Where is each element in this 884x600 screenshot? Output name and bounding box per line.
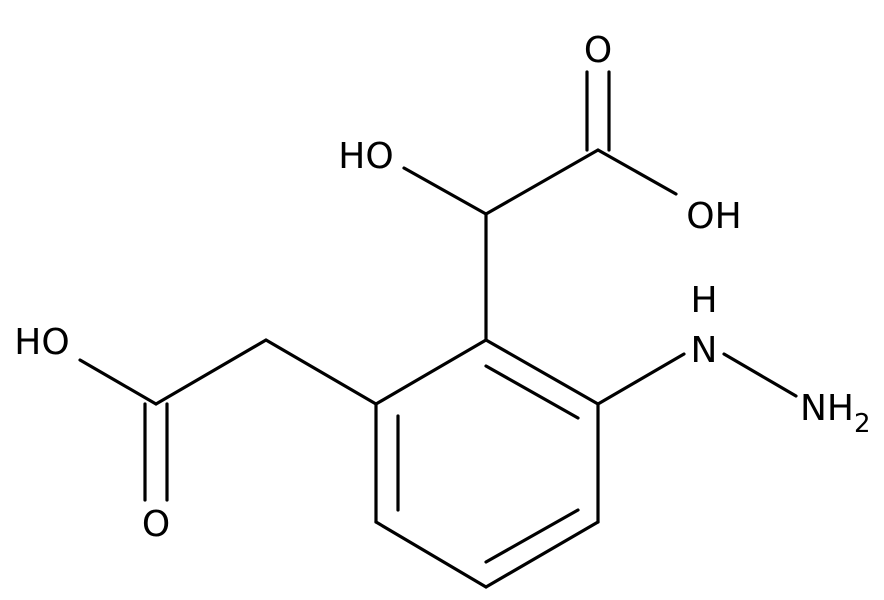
ring-bond-c3-c4 — [484, 520, 600, 589]
atom-label-hydroxy-alpha: HO — [338, 136, 393, 177]
acetic-acid-branch — [78, 338, 378, 502]
ring-bond-c6-c1 — [374, 338, 488, 406]
bond-nh-to-nh2 — [722, 352, 798, 398]
atom-label-hydrazine-nh2: NH2 — [800, 388, 871, 439]
ring-bond-c4-c5 — [374, 520, 488, 589]
ring-bond-c1-c2-inner — [484, 364, 580, 420]
atom-label-hydrazine-n: N — [691, 330, 718, 371]
nh2-subscript: 2 — [854, 409, 871, 439]
atom-label-acetic-oh-left: HO — [14, 322, 69, 363]
atom-label-acid-oh-right: OH — [686, 196, 741, 237]
atom-label-carbonyl-o-bottom: O — [142, 504, 170, 545]
bond-alpha-to-hydroxy — [402, 166, 488, 216]
atom-label-hydrazine-h: H — [690, 280, 717, 321]
atom-label-carbonyl-o-top: O — [584, 30, 612, 71]
ring-bond-c3-c4-inner — [484, 508, 580, 564]
bond-ring-to-nh — [596, 352, 686, 406]
bond-ch2-to-carboxyl — [154, 338, 268, 406]
hydrazine-branch — [596, 352, 798, 406]
benzene-ring — [374, 338, 600, 589]
bond-carboxyl-to-oh-left — [78, 358, 158, 406]
nh2-main: NH — [800, 388, 854, 429]
ring-bond-c1-c2 — [484, 338, 600, 406]
bond-carboxyl-to-oh — [596, 148, 678, 196]
bond-ring-to-ch2 — [264, 338, 378, 406]
hydroxyacetic-branch — [402, 70, 678, 342]
bond-alpha-to-carboxyl — [484, 148, 600, 216]
